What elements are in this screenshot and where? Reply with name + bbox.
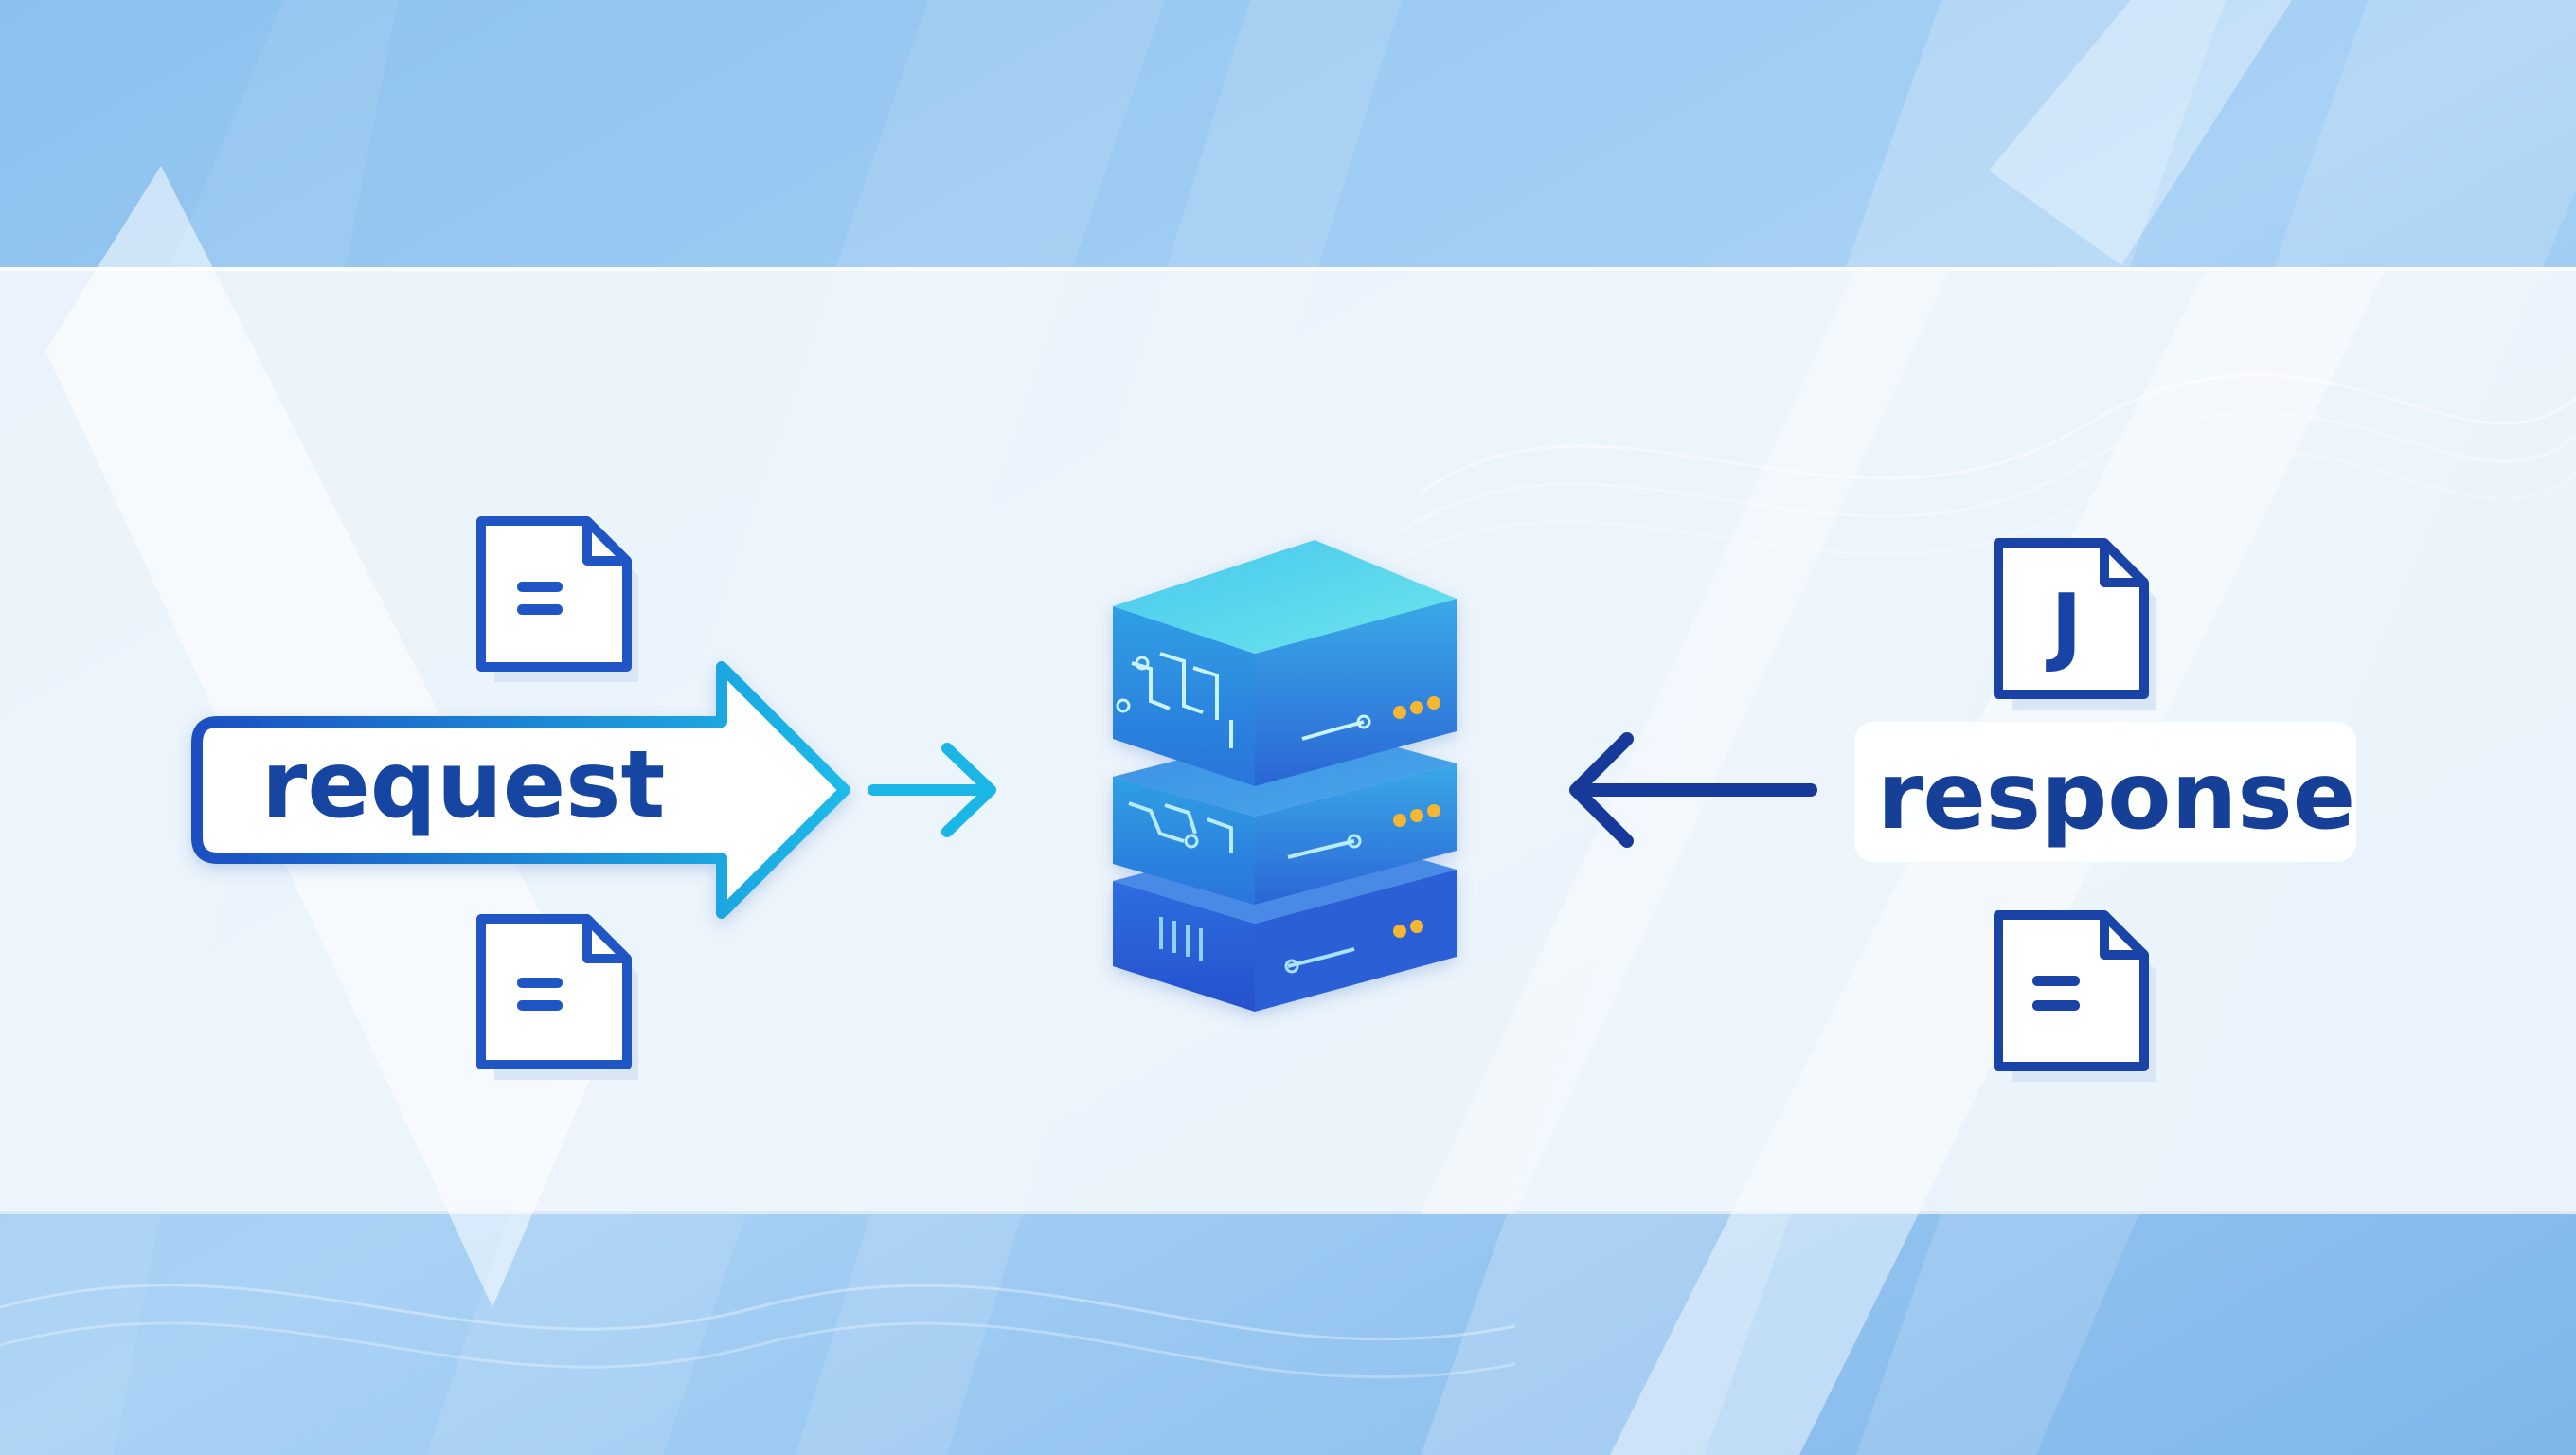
document-icon — [1994, 910, 2156, 1082]
response-label: response — [1877, 743, 2356, 851]
document-icon — [476, 516, 638, 682]
json-file-icon: J — [1994, 538, 2156, 710]
request-label: request — [261, 731, 666, 839]
request-arrow — [191, 661, 850, 919]
json-file-letter: J — [2045, 576, 2083, 675]
document-icon — [476, 914, 638, 1080]
response-arrow — [1569, 732, 1817, 848]
server-stack-icon — [1113, 540, 1457, 1012]
response-label-background — [1854, 722, 2356, 862]
flow-arrow-right — [868, 743, 996, 837]
